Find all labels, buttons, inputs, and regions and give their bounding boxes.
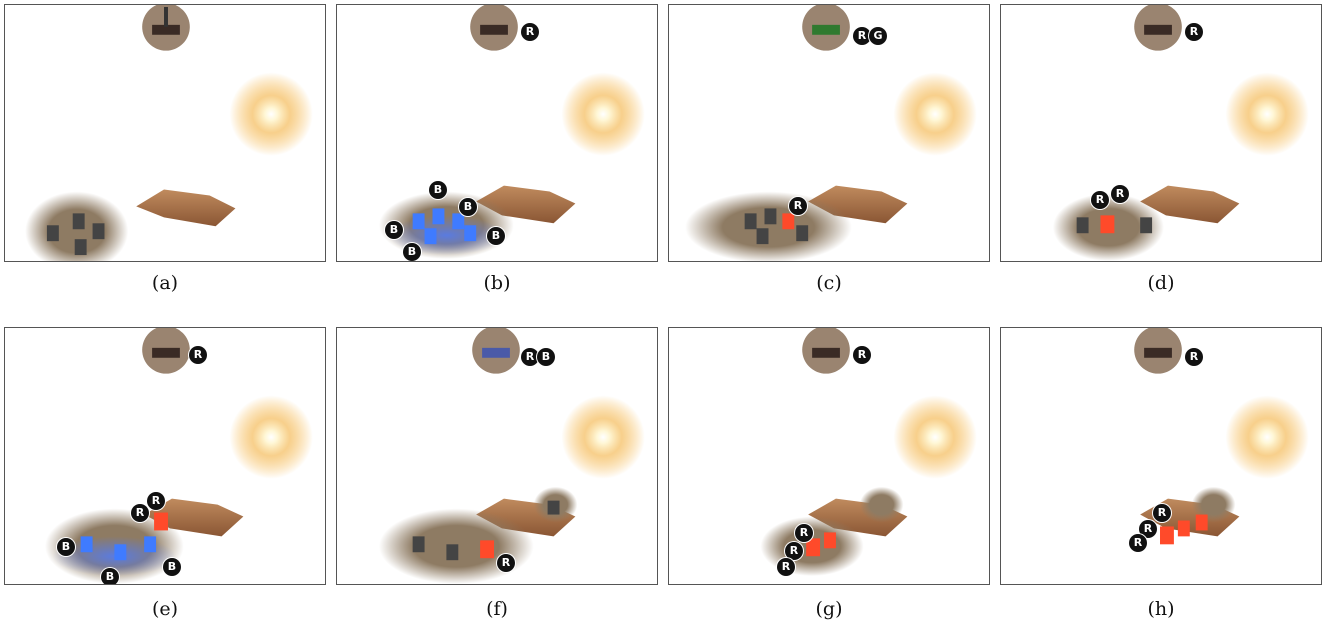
panel-d: R R R [1000,4,1322,262]
light-source-icon [229,72,313,156]
badge: B [101,568,119,584]
caption-e: (e) [151,598,179,620]
light-source-icon [561,395,645,479]
badge: R [789,197,807,215]
caption-h: (h) [1147,598,1175,620]
light-source-icon [893,72,977,156]
panel-g: R R R R [668,327,990,585]
badge: R [497,554,515,572]
caption-d: (d) [1147,272,1175,294]
badge: R [1185,348,1203,366]
badge: R [1185,23,1203,41]
badge: B [537,348,555,366]
light-source-icon [561,72,645,156]
light-source-icon [229,395,313,479]
badge: R [521,348,539,366]
ramp-icon [136,189,236,227]
panel-a [4,4,326,262]
light-source-icon [1225,395,1309,479]
badge: B [57,538,75,556]
caption-g: (g) [815,598,843,620]
badge: R [777,558,795,576]
aerial-robot-icon [142,5,190,51]
caption-f: (f) [486,598,508,620]
badge: R [189,346,207,364]
panel-c: R G R [668,4,990,262]
light-source-icon [893,395,977,479]
caption-b: (b) [483,272,511,294]
panel-h: R R R R [1000,327,1322,585]
caption-a: (a) [151,272,179,294]
caption-c: (c) [816,272,842,294]
light-source-icon [1225,72,1309,156]
badge: R [131,504,149,522]
badge: R [785,542,803,560]
badge: R [1153,504,1171,522]
badge: R [1129,534,1147,552]
panel-f: R B R [336,327,658,585]
badge: B [487,227,505,245]
badge: B [429,181,447,199]
ground-robot-icon [46,213,105,256]
badge: R [521,23,539,41]
badge: R [853,346,871,364]
panel-b: R B B B B B [336,4,658,262]
badge: R [853,27,871,45]
badge: R [147,492,165,510]
badge: R [795,524,813,542]
badge: R [1139,520,1157,538]
badge: B [163,558,181,576]
ramp-icon [1140,185,1240,224]
badge: B [385,221,403,239]
badge: G [869,27,887,45]
badge: R [1111,185,1129,203]
panel-e: R R R B B B [4,327,326,585]
badge: B [403,243,421,261]
badge: R [1091,191,1109,209]
badge: B [459,198,477,216]
